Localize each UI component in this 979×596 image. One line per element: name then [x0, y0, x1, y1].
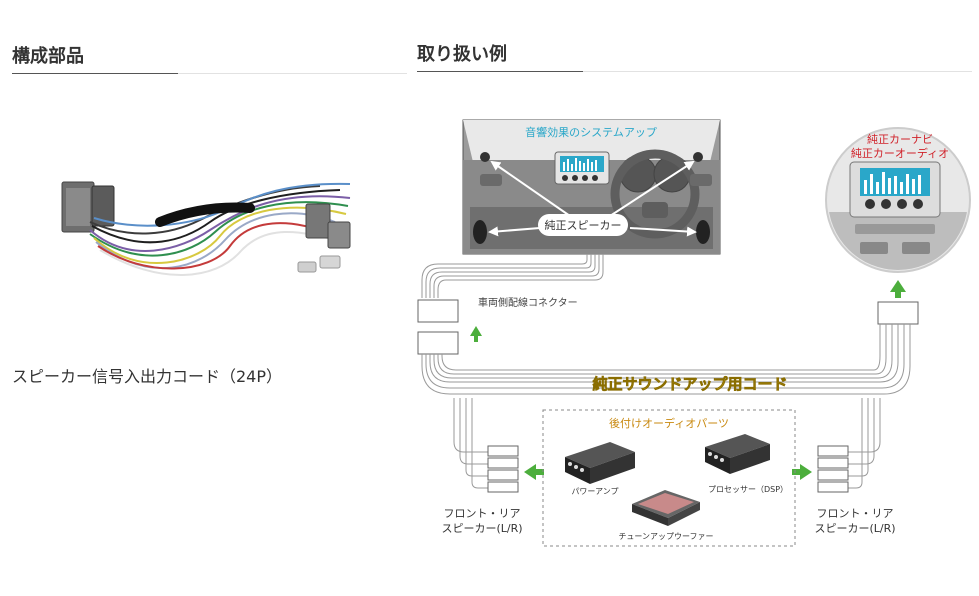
green-arrow-up [470, 326, 482, 342]
dash-system-label: 音響効果のシステムアップ [525, 125, 657, 139]
aftermarket-title: 後付けオーディオパーツ [609, 416, 729, 430]
section-title-components: 構成部品 [12, 46, 84, 67]
connector-label: 車両側配線コネクター [478, 296, 578, 309]
left-output-line2: スピーカー(L/R) [441, 522, 522, 535]
usage-diagram: 音響効果のシステムアップ 純正スピーカー 車両側配線コネクター [417, 119, 971, 547]
green-arrow-left [524, 464, 544, 480]
title-divider [417, 71, 972, 72]
component-caption: スピーカー信号入出力コード（24P） [12, 367, 283, 386]
left-output-line1: フロント・リア [444, 507, 521, 520]
cable-label: 純正サウンドアップ用コード [592, 375, 787, 393]
woofer-label: チューンアップウーファー [618, 532, 713, 541]
power-amp-illustration [565, 442, 635, 484]
harness-photo [61, 181, 351, 276]
title-underline [12, 73, 178, 74]
processor-illustration [705, 434, 770, 474]
oem-unit-line1: 純正カーナビ [867, 133, 933, 146]
right-output-line2: スピーカー(L/R) [814, 522, 895, 535]
aftermarket-parts-box [542, 409, 796, 547]
section-title-usage-example: 取り扱い例 [417, 44, 507, 65]
dashboard-illustration [462, 119, 721, 255]
oem-speaker-label: 純正スピーカー [545, 219, 622, 232]
oem-unit-line2: 純正カーオーディオ [851, 146, 949, 160]
woofer-illustration [632, 490, 700, 526]
title-divider [12, 73, 407, 74]
green-arrow-right [792, 464, 812, 480]
green-arrow-up [890, 280, 906, 298]
amp-label: パワーアンプ [571, 487, 618, 496]
title-underline [417, 71, 583, 72]
processor-label: プロセッサー（DSP） [708, 485, 788, 494]
right-output-line1: フロント・リア [817, 507, 894, 520]
